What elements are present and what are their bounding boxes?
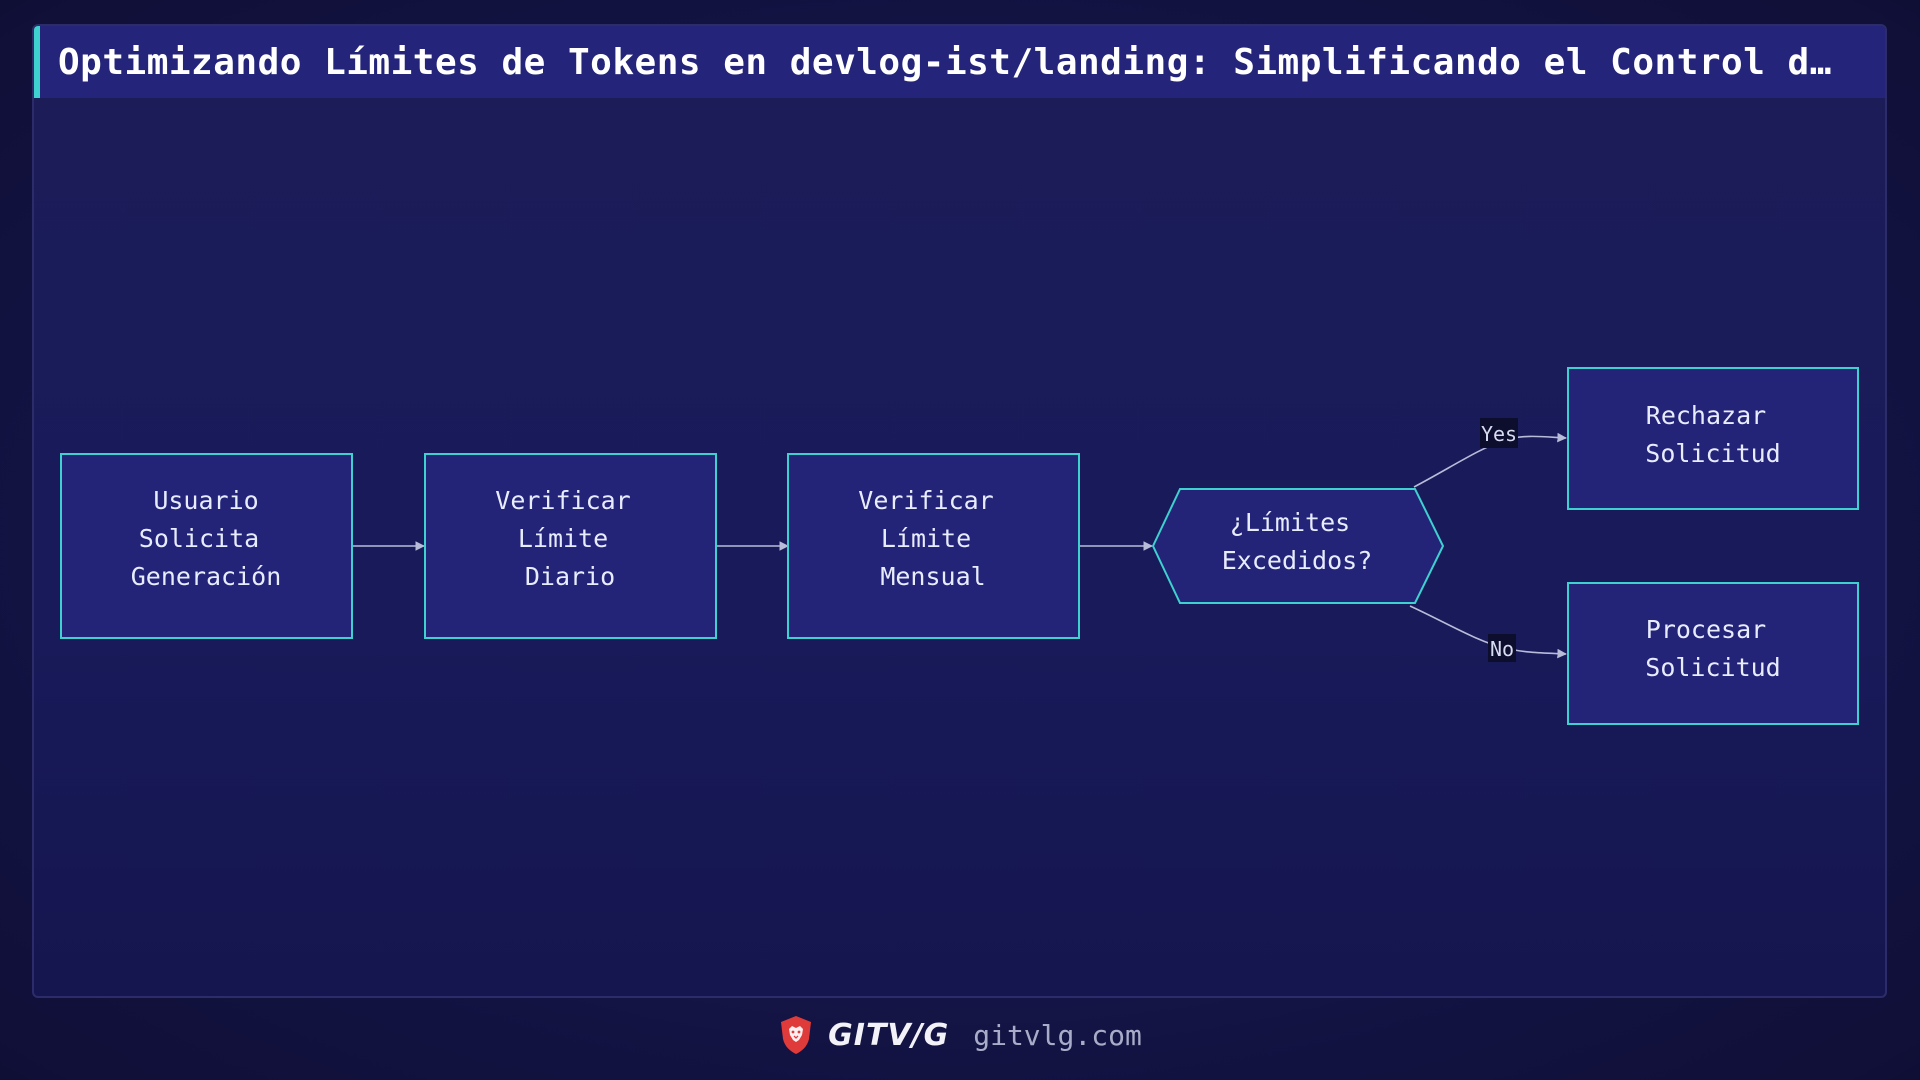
node-label: Solicita	[139, 524, 259, 553]
yes-label: Yes	[1481, 422, 1517, 446]
node-label: Solicitud	[1645, 439, 1780, 468]
node-label: Diario	[525, 562, 615, 591]
node-label: Verificar	[858, 486, 993, 515]
node-label: Usuario	[153, 486, 258, 515]
node-check-monthly-limit: Verificar Límite Mensual	[787, 453, 1080, 639]
edge-label-no: No	[1488, 634, 1516, 662]
node-check-daily-limit: Verificar Límite Diario	[424, 453, 717, 639]
node-label: Solicitud	[1645, 653, 1780, 682]
node-label: ¿Límites	[1230, 508, 1350, 537]
no-label: No	[1490, 637, 1514, 661]
node-reject-request: Rechazar Solicitud	[1567, 367, 1859, 510]
node-label: Límite	[518, 524, 608, 553]
title-bar: Optimizando Límites de Tokens en devlog-…	[34, 26, 1885, 98]
brand-name: GITV/G	[828, 1017, 950, 1053]
footer: GITV/G gitvlg.com	[0, 1010, 1920, 1060]
lion-shield-icon	[778, 1015, 814, 1055]
node-label: Verificar	[495, 486, 630, 515]
node-label: Procesar	[1646, 615, 1766, 644]
node-label: Excedidos?	[1222, 546, 1373, 575]
node-user-request: Usuario Solicita Generación	[60, 453, 353, 639]
node-label: Mensual	[880, 562, 985, 591]
node-limits-exceeded-decision: ¿Límites Excedidos?	[1151, 488, 1445, 604]
node-label: Generación	[131, 562, 282, 591]
site-link[interactable]: gitvlg.com	[973, 1018, 1142, 1052]
node-label: Rechazar	[1646, 401, 1766, 430]
edge-label-yes: Yes	[1480, 418, 1518, 448]
node-process-request: Procesar Solicitud	[1567, 582, 1859, 725]
node-label: Límite	[881, 524, 971, 553]
